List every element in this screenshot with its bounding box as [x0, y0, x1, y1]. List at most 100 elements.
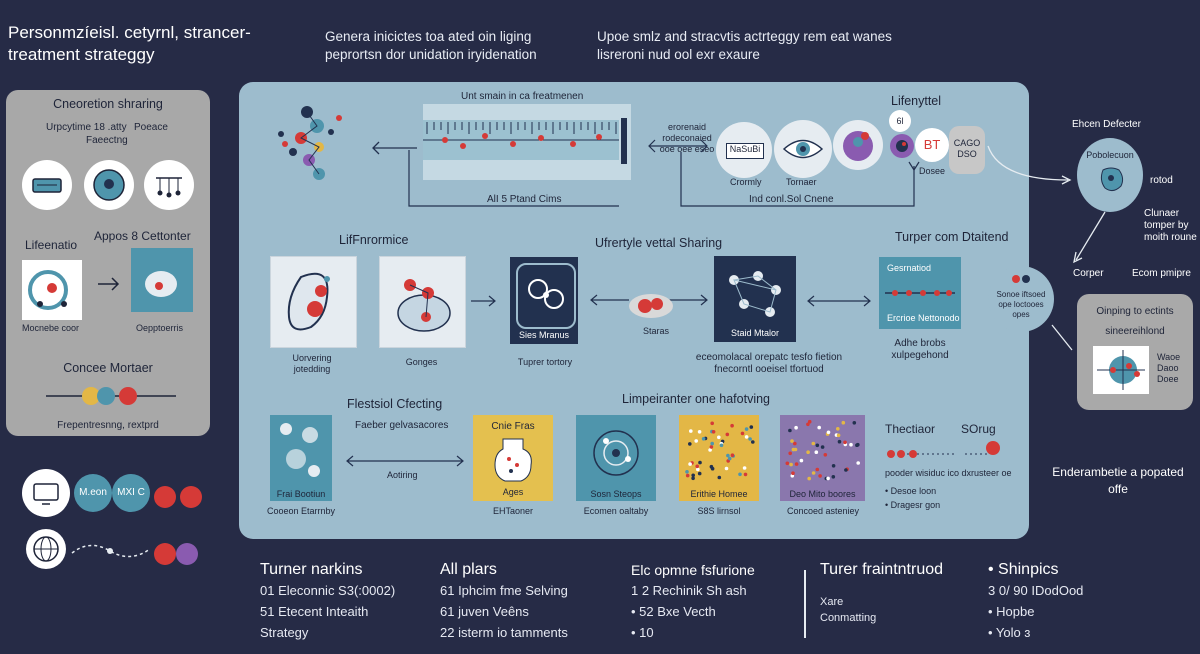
scatter-dot: [806, 450, 810, 454]
scatter-dot: [738, 472, 742, 477]
scatter-dot: [811, 471, 816, 475]
left-panel: Cneoretion shraring Urpcytime 18 .atty F…: [6, 90, 210, 436]
title-line-1: Personmzíeisl. cetyrnl, strancer-: [8, 23, 251, 42]
chromosome-icon: [494, 438, 532, 482]
row3-left-label: Aotiring: [387, 470, 418, 480]
globe-circle[interactable]: [26, 529, 66, 569]
right-panel: Oinping to ectints sineereihlond Waoe Da…: [1077, 294, 1193, 410]
efficacy-circle[interactable]: Pobolecuon: [1077, 138, 1143, 212]
right-panel-chart: [1093, 346, 1149, 394]
row3-left-note: Faeber gelvasacores: [355, 420, 449, 431]
purple-brain-circle[interactable]: [890, 134, 914, 158]
left-label-i: Frepentresnng, rextprd: [57, 420, 159, 431]
bottom-col-2-item: 61 juven Veêns: [440, 604, 529, 619]
row3-right-line-1: pooder wisiduc ico dxrusteer oe: [885, 468, 1012, 478]
bottom-col-5-item: • Hopbe: [988, 604, 1035, 619]
gray-block[interactable]: CAGO DSO: [949, 126, 985, 174]
cell-cluster-icon: [278, 106, 342, 180]
row3-card-a-text: Frai Bootiun: [276, 489, 326, 499]
row2-label-c: Tuprer tortory: [517, 357, 573, 367]
right-panel-title-1: Oinping to ectints: [1096, 306, 1174, 317]
tool-circle-3[interactable]: [144, 160, 194, 210]
scatter-dot: [708, 448, 712, 452]
scatter-dot: [785, 461, 790, 466]
marker-bar: [46, 387, 176, 405]
scatter-dot: [689, 429, 693, 433]
card-icon-a[interactable]: NaSuBi: [716, 122, 772, 178]
subheading-left-line-2: peprortsn dor unidation iryidenation: [325, 47, 537, 62]
device-circle[interactable]: [22, 469, 70, 517]
eye-circle[interactable]: [774, 120, 832, 178]
row3-card-c: Sosn Steops: [576, 415, 656, 501]
red-dot-2: [180, 486, 202, 508]
tool-circle-2[interactable]: [84, 160, 134, 210]
scatter-dot: [709, 445, 714, 449]
circle-m-eon[interactable]: M.eon: [74, 474, 112, 512]
bottom-col-5-head: • Shinpics: [988, 561, 1059, 578]
membrane-icon: [397, 279, 451, 332]
small-number-circle[interactable]: 6l: [889, 110, 911, 132]
circle-mxi[interactable]: MXI C: [112, 474, 150, 512]
icon-a-label: Crormly: [730, 177, 762, 187]
main-panel: Unt smain in ca freatmenen AlI 5 Ptand C…: [239, 82, 1029, 539]
scatter-dot: [701, 437, 706, 441]
lifestyle-label: Lifenyttel: [891, 94, 942, 108]
scatter-dot: [724, 466, 729, 471]
scatter-dot: [717, 435, 721, 440]
left-label-e: Appos 8 Cettonter: [94, 229, 191, 243]
person-icon: [843, 131, 873, 161]
row3-label-c: Ecomen oaltaby: [583, 506, 649, 516]
scatter-dot: [730, 453, 735, 457]
bottom-col-1-item: Strategy: [260, 625, 309, 640]
dots-track-icon: [887, 441, 1000, 458]
scatter-dot: [698, 460, 702, 465]
scatter-dot: [831, 464, 836, 468]
row3-card-c-text: Sosn Steops: [590, 489, 642, 499]
scatter-dot: [688, 462, 692, 466]
flow-connectors: [408, 150, 920, 207]
bottom-col-3-head: Elc opmne fsfurione: [631, 562, 755, 578]
scatter-dot: [685, 470, 689, 474]
scatter-dot: [685, 473, 690, 478]
scatter-dot: [791, 447, 796, 452]
scatter-dot: [749, 425, 754, 429]
scatter-dot: [688, 442, 692, 446]
right-panel-title-2: sineereihlond: [1105, 326, 1165, 337]
mutation-track-icon: [885, 290, 955, 296]
change-label: Clunaer tomper by moith roune: [1144, 208, 1197, 243]
bottom-col-1-item: 01 Eleconnic S3(:0002): [260, 583, 396, 598]
pathway-arrow-icon: [71, 544, 151, 558]
scatter-dot: [811, 441, 816, 446]
subheading-right-line-1: Upoe smlz and stracvtis actrteggy rem ea…: [597, 29, 892, 44]
mutation-circle[interactable]: Sonoe iftsoed ope loctooes opes: [988, 266, 1054, 332]
scatter-dot: [836, 433, 841, 438]
subheading-left: Genera inicictes toa ated oin liging pep…: [325, 28, 537, 64]
scatter-dot: [691, 476, 695, 481]
icon-c-label: Dosee: [919, 166, 946, 176]
person-circle[interactable]: [833, 120, 883, 170]
scatter-dot: [744, 427, 749, 431]
scatter-dots-icon-2: [785, 419, 860, 481]
scatter-dot: [710, 466, 715, 471]
organ-2-icon: [1100, 167, 1124, 192]
red-dot-1: [154, 486, 176, 508]
arrow-left-icon: [372, 141, 417, 155]
eye-icon: [782, 139, 824, 159]
left-diagram-2: [131, 248, 193, 312]
scatter-dots-icon: [685, 421, 755, 481]
lens-icon: [528, 279, 564, 309]
scatter-dot: [836, 427, 840, 431]
left-label-c: Poeace: [134, 122, 168, 133]
scatter-dot: [725, 432, 730, 437]
row2-card-c-text: Sies Mranus: [518, 330, 570, 340]
scatter-dot: [790, 439, 794, 443]
row2-note: eceomolacal orepatc tesfo fietion fnecor…: [695, 352, 843, 375]
bottom-col-4-head: Turer fraintntruod: [820, 561, 944, 578]
arrow-right-icon-2: [471, 295, 496, 307]
bt-circle[interactable]: BT: [915, 128, 949, 162]
row3-right-line-2-text: Desoe loon: [890, 486, 937, 496]
scatter-dot: [823, 453, 828, 457]
scatter-dot: [691, 473, 695, 478]
tool-circle-1[interactable]: [22, 160, 72, 210]
purple-dot: [176, 543, 198, 565]
